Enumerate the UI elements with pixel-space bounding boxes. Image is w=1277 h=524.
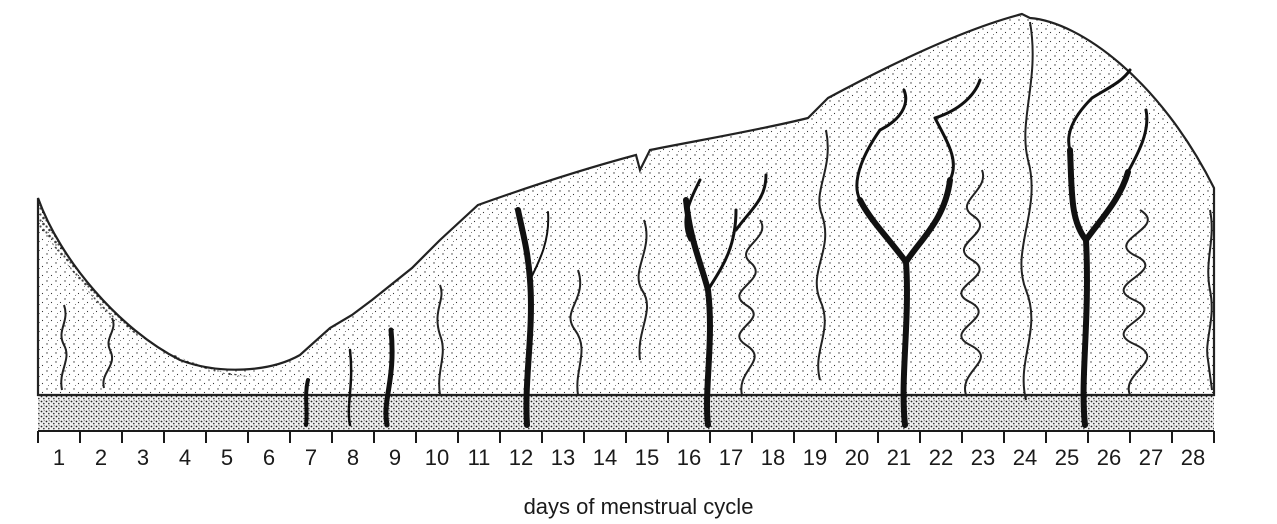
axis-caption: days of menstrual cycle	[0, 494, 1277, 520]
day-label: 20	[837, 447, 877, 469]
day-label: 22	[921, 447, 961, 469]
day-label: 26	[1089, 447, 1129, 469]
day-label: 12	[501, 447, 541, 469]
day-label: 2	[81, 447, 121, 469]
day-label: 28	[1173, 447, 1213, 469]
day-label: 9	[375, 447, 415, 469]
day-label: 27	[1131, 447, 1171, 469]
functional-layer	[38, 14, 1214, 395]
day-axis-line	[0, 425, 1277, 447]
day-label: 18	[753, 447, 793, 469]
day-label: 8	[333, 447, 373, 469]
day-label: 19	[795, 447, 835, 469]
day-label: 3	[123, 447, 163, 469]
endometrium-illustration	[0, 0, 1277, 430]
day-label: 15	[627, 447, 667, 469]
day-label: 7	[291, 447, 331, 469]
day-label: 16	[669, 447, 709, 469]
day-label: 5	[207, 447, 247, 469]
day-label: 13	[543, 447, 583, 469]
day-label: 14	[585, 447, 625, 469]
day-label: 17	[711, 447, 751, 469]
day-ticks	[38, 431, 1214, 443]
day-label: 11	[459, 447, 499, 469]
day-label: 10	[417, 447, 457, 469]
day-label: 24	[1005, 447, 1045, 469]
day-label: 23	[963, 447, 1003, 469]
day-label: 6	[249, 447, 289, 469]
day-label: 4	[165, 447, 205, 469]
day-label: 21	[879, 447, 919, 469]
day-axis: 1234567891011121314151617181920212223242…	[0, 425, 1277, 475]
day-label: 25	[1047, 447, 1087, 469]
day-label: 1	[39, 447, 79, 469]
